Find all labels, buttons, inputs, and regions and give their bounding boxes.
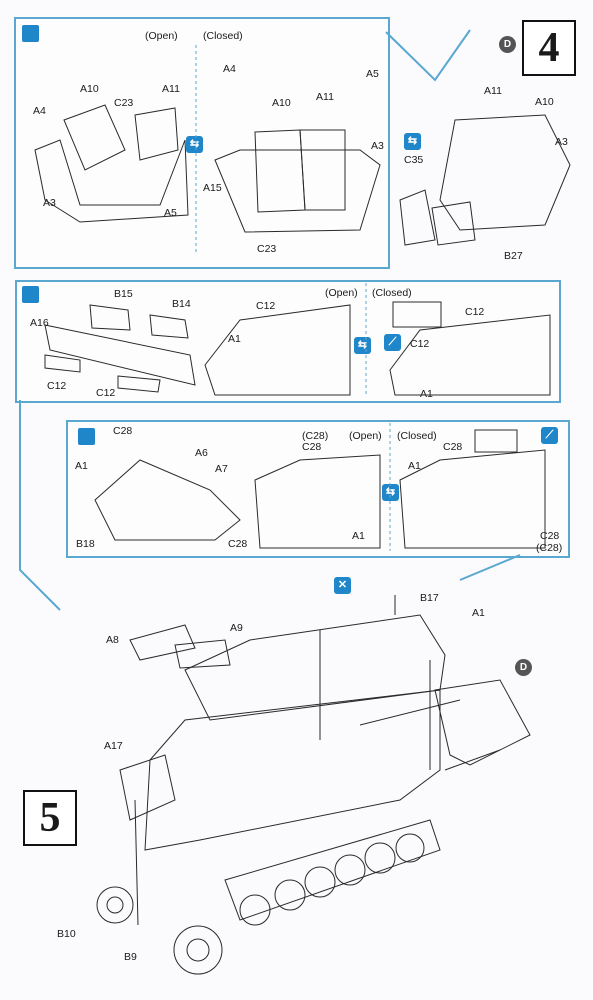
part-label: A15 xyxy=(203,182,222,194)
part-label: C12 xyxy=(47,380,67,392)
part-label: A9 xyxy=(230,622,243,634)
part-label: A1 xyxy=(408,460,421,472)
substep-b-open-label: (Open) xyxy=(349,430,382,442)
part-label: A16 xyxy=(30,317,49,329)
part-label: C23 xyxy=(257,243,277,255)
part-label: A4 xyxy=(33,105,46,117)
cement-icon xyxy=(22,25,39,42)
part-label: A17 xyxy=(104,740,123,752)
substep-a-closed-label: (Closed) xyxy=(372,287,412,299)
part-label: (C28) xyxy=(536,542,563,554)
rotate-view-icon: ⇆ xyxy=(404,133,421,150)
part-label: A10 xyxy=(80,83,99,95)
part-label: A1 xyxy=(75,460,88,472)
step-number-4: 4 xyxy=(522,20,576,76)
part-label: C28 xyxy=(302,441,322,453)
part-label: A10 xyxy=(535,96,554,108)
part-label: A10 xyxy=(272,97,291,109)
detail-view-icon: ⟋ xyxy=(541,427,558,444)
part-label: B9 xyxy=(124,951,137,963)
part-label: C23 xyxy=(114,97,134,109)
marker-d-icon: D xyxy=(499,36,516,53)
rotate-view-icon: ⇆ xyxy=(354,337,371,354)
step-number-5: 5 xyxy=(23,790,77,846)
part-label: A6 xyxy=(195,447,208,459)
step4-closed-label: (Closed) xyxy=(203,30,243,42)
part-label: C12 xyxy=(465,306,485,318)
part-label: B14 xyxy=(172,298,191,310)
do-not-glue-icon: ✕ xyxy=(334,577,351,594)
part-label: A1 xyxy=(420,388,433,400)
part-label: A3 xyxy=(371,140,384,152)
substep-b-closed-label: (Closed) xyxy=(397,430,437,442)
part-label: B27 xyxy=(504,250,523,262)
part-label: A1 xyxy=(472,607,485,619)
part-label: A1 xyxy=(228,333,241,345)
substep-a-open-label: (Open) xyxy=(325,287,358,299)
substep-b-panel xyxy=(66,420,570,558)
part-label: B18 xyxy=(76,538,95,550)
part-label: A11 xyxy=(162,83,180,95)
part-label: A11 xyxy=(316,91,334,103)
part-label: A11 xyxy=(484,85,502,97)
part-label: B10 xyxy=(57,928,76,940)
part-label: C28 xyxy=(113,425,133,437)
step4-open-label: (Open) xyxy=(145,30,178,42)
cement-icon xyxy=(78,428,95,445)
part-label: A4 xyxy=(223,63,236,75)
part-label: C28 xyxy=(443,441,463,453)
part-label: C28 xyxy=(228,538,248,550)
part-label: C12 xyxy=(410,338,430,350)
marker-d-icon: D xyxy=(515,659,532,676)
substep-a-panel xyxy=(15,280,561,403)
part-label: C12 xyxy=(96,387,116,399)
part-label: A5 xyxy=(366,68,379,80)
part-label: B17 xyxy=(420,592,439,604)
part-label: C35 xyxy=(404,154,424,166)
detail-view-icon: ⟋ xyxy=(384,334,401,351)
part-label: A7 xyxy=(215,463,228,475)
cement-icon xyxy=(22,286,39,303)
part-label: B15 xyxy=(114,288,133,300)
part-label: A3 xyxy=(555,136,568,148)
part-label: A1 xyxy=(352,530,365,542)
part-label: (C28) xyxy=(302,430,329,442)
part-label: A8 xyxy=(106,634,119,646)
part-label: C12 xyxy=(256,300,276,312)
rotate-view-icon: ⇆ xyxy=(186,136,203,153)
